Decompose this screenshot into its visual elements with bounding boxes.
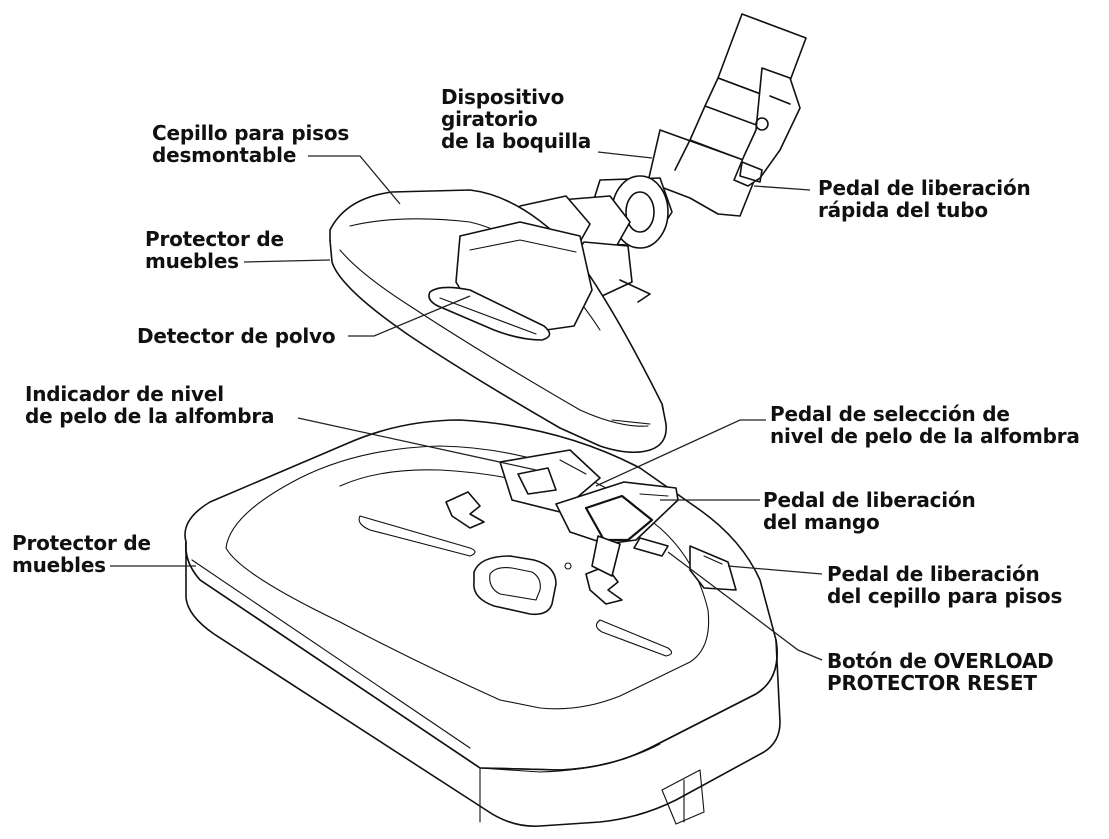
label-furniture-guard-top: Protector de muebles <box>145 228 284 272</box>
label-pile-pedal: Pedal de selección de nivel de pelo de l… <box>770 403 1080 447</box>
wand-connector <box>648 14 806 216</box>
label-wand-release: Pedal de liberación rápida del tubo <box>818 177 1031 221</box>
label-nozzle-swivel: Dispositivo giratorio de la boquilla <box>441 86 591 152</box>
label-pile-indicator: Indicador de nivel de pelo de la alfombr… <box>25 383 274 427</box>
leader-wand-release <box>754 186 810 190</box>
label-floor-brush: Cepillo para pisos desmontable <box>152 122 349 166</box>
label-overload-reset: Botón de OVERLOAD PROTECTOR RESET <box>827 650 1054 694</box>
label-handle-release: Pedal de liberación del mango <box>763 489 976 533</box>
label-dirt-sensor: Detector de polvo <box>137 325 335 347</box>
floor-brush-drawing <box>330 14 806 452</box>
leader-swivel <box>598 152 652 158</box>
power-nozzle-drawing <box>185 420 780 826</box>
label-furniture-guard-bottom: Protector de muebles <box>12 532 151 576</box>
label-brush-release: Pedal de liberación del cepillo para pis… <box>827 563 1062 607</box>
